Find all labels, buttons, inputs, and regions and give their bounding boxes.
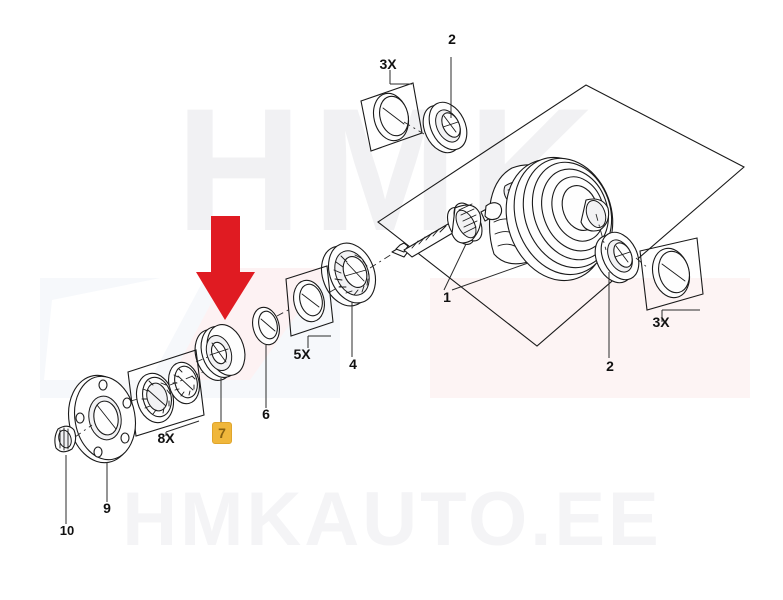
callout-1-differential: 1	[443, 289, 451, 305]
callout-2-right: 2	[606, 358, 614, 374]
watermark-layer: HMK HMKAUTO.EE	[40, 73, 750, 562]
part-differential-carrier	[480, 156, 614, 282]
callout-2-top: 2	[448, 31, 456, 47]
callout-labels: 3X 2 1 3X 2 4 5X 6 8X 9 10	[60, 31, 670, 538]
callout-4-bearing: 4	[349, 356, 357, 372]
watermark-logo-swoosh	[44, 268, 210, 380]
watermark-tint-right	[430, 278, 750, 398]
callout-8x-races: 8X	[157, 430, 175, 446]
callout-9-hub-flange: 9	[103, 500, 111, 516]
box-3x-top-left	[360, 70, 425, 152]
leader-lines	[351, 57, 610, 358]
callout-5x-ring: 5X	[293, 346, 311, 362]
callout-7-highlighted-badge: 7	[212, 422, 232, 444]
callout-6-shim: 6	[262, 406, 270, 422]
part-4-tapered-roller-bearing	[320, 242, 393, 307]
part-6-thrust-washer	[252, 306, 280, 408]
part-pinion-shaft	[391, 202, 483, 258]
callout-3x-top-left: 3X	[379, 56, 397, 72]
watermark-bottom-text: HMKAUTO.EE	[122, 477, 662, 562]
callout-10-nut: 10	[60, 523, 74, 538]
box-8x-bearing-races	[97, 349, 205, 437]
differential-plane-outline	[377, 84, 745, 347]
box-5x-seal-ring	[276, 265, 345, 348]
part-10-hub-nut	[54, 424, 93, 524]
part-7-wheel-bearing	[194, 324, 246, 428]
part-9-wheel-hub-flange	[68, 374, 136, 502]
box-3x-right	[639, 237, 704, 322]
callout-3x-right: 3X	[652, 314, 670, 330]
part-2-pinion-bearing-right	[594, 213, 649, 284]
red-down-arrow	[196, 216, 255, 320]
